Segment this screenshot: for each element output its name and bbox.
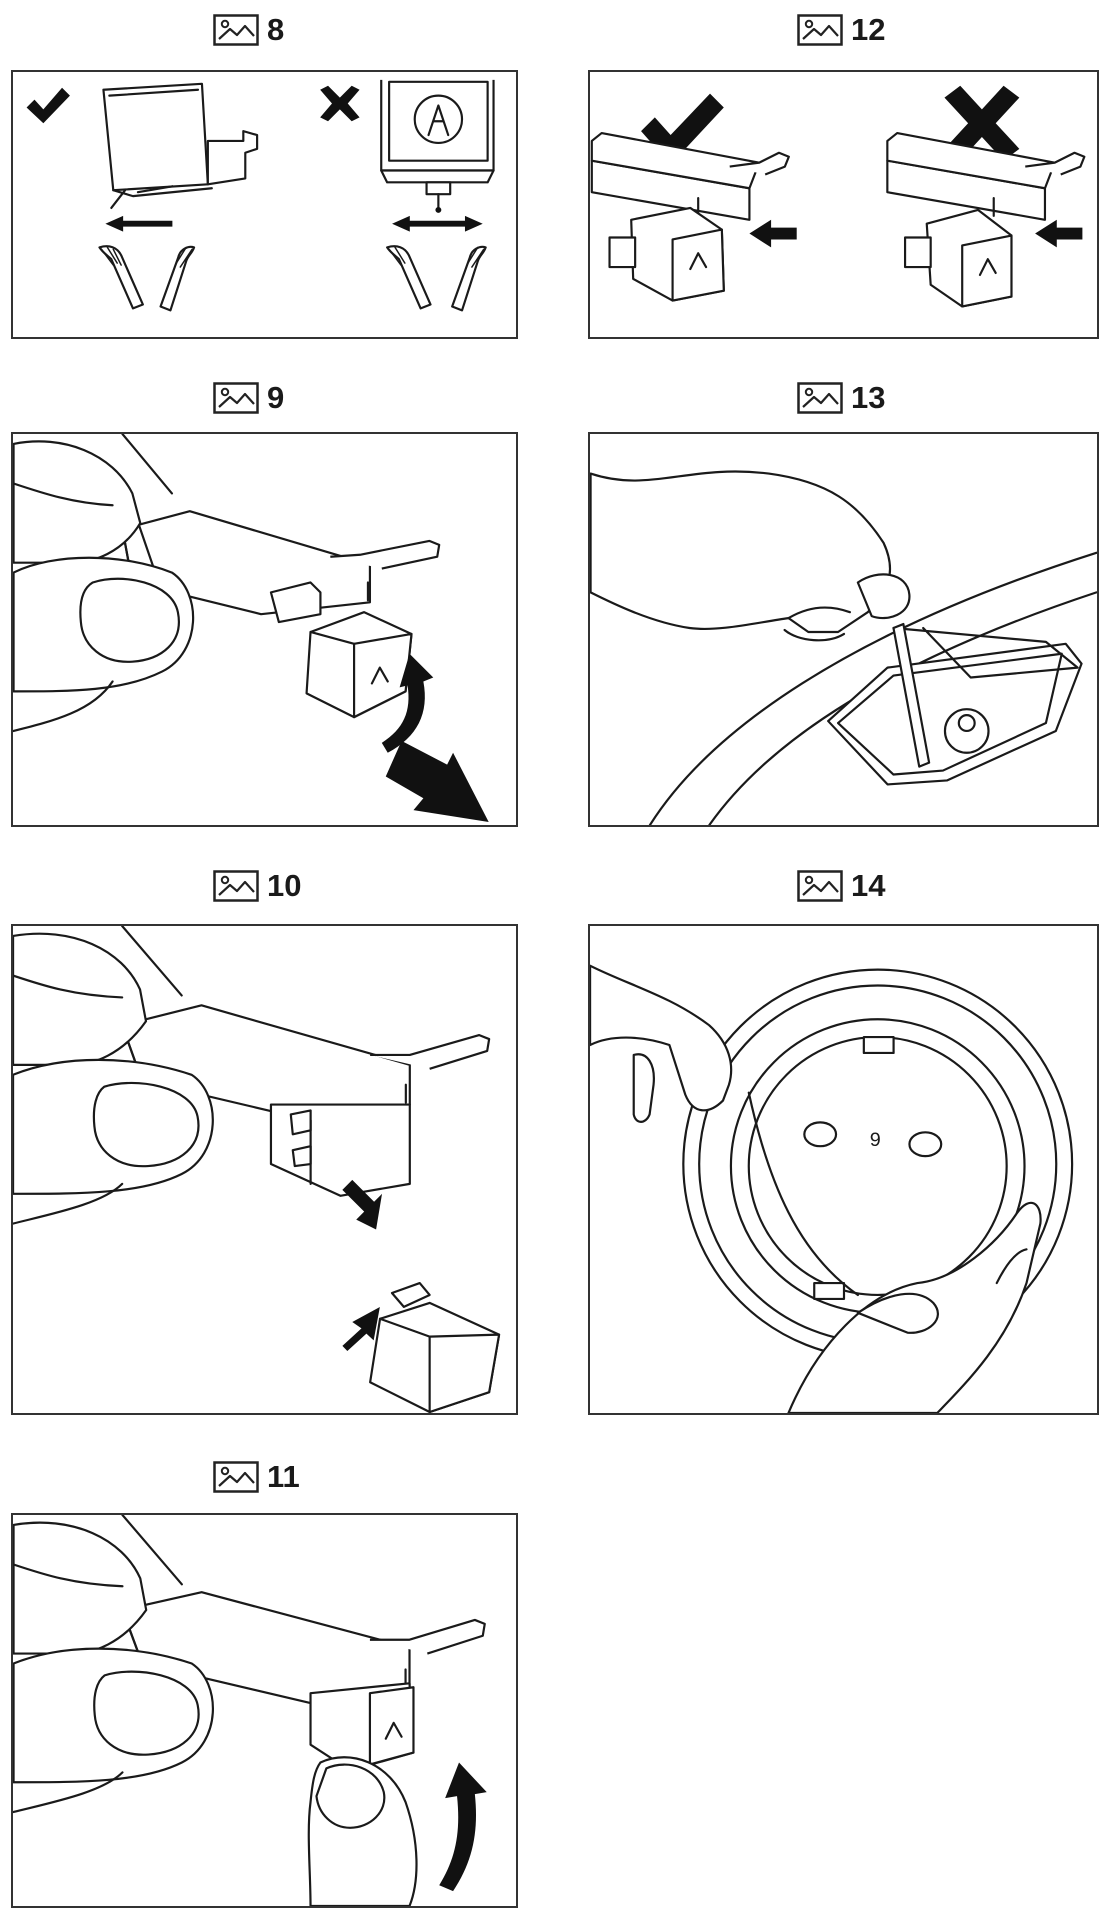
cross-icon (944, 85, 1020, 161)
arrow-icon (749, 219, 797, 248)
cartridge (305, 611, 413, 719)
hand-left (590, 964, 733, 1123)
picture-icon (797, 382, 843, 414)
headshell-incorrect (886, 131, 1086, 308)
figure-label-13: 13 (797, 380, 885, 416)
arrow-icon (1035, 219, 1083, 248)
figure-number: 10 (267, 868, 302, 903)
figure-number: 9 (267, 380, 285, 415)
figure-8-panel (11, 70, 518, 339)
figure-12-illustration (590, 85, 1086, 308)
figure-number: 12 (851, 12, 886, 47)
checkmark-icon (26, 87, 70, 124)
cartridge (309, 1682, 415, 1772)
arrow-icon (105, 215, 173, 232)
picture-icon (797, 14, 843, 46)
brush-right (386, 245, 487, 312)
figure-number: 8 (267, 12, 285, 47)
arrow-icon (385, 740, 489, 823)
picture-icon (213, 1461, 259, 1493)
hand (13, 434, 195, 733)
picture-icon (213, 382, 259, 414)
arrow-icon (392, 215, 483, 232)
hand (13, 926, 214, 1225)
figure-12-panel (588, 70, 1099, 339)
belt (892, 622, 1079, 768)
arrow-icon (381, 653, 434, 753)
hand (590, 470, 911, 642)
figure-13-illustration (590, 470, 1097, 825)
figure-label-14: 14 (797, 868, 885, 904)
figure-11-panel (11, 1513, 518, 1908)
figure-label-8: 8 (213, 12, 284, 48)
brush-left (98, 245, 196, 312)
access-hole (827, 642, 1083, 786)
figure-10-panel (11, 924, 518, 1415)
figure-8-illustration (26, 79, 495, 312)
figure-10-illustration (13, 926, 501, 1413)
figure-9-illustration (13, 434, 489, 823)
picture-icon (213, 14, 259, 46)
figure-11-illustration (13, 1515, 487, 1906)
arrow-icon (342, 1307, 380, 1352)
figure-14-illustration: 9 (590, 964, 1074, 1413)
figure-label-10: 10 (213, 868, 301, 904)
cross-icon (320, 85, 360, 122)
picture-icon (213, 870, 259, 902)
arrow-icon (439, 1762, 487, 1892)
figure-9-panel (11, 432, 518, 827)
figure-label-11: 11 (213, 1459, 300, 1495)
hand (13, 1515, 418, 1906)
figure-number: 14 (851, 868, 886, 903)
cartridge-front-view (380, 79, 495, 213)
figure-number: 13 (851, 380, 886, 415)
headshell-correct (590, 131, 790, 302)
figure-14-panel: 9 (588, 924, 1099, 1415)
hand-right (787, 1201, 1042, 1413)
cartridge (369, 1281, 501, 1413)
cartridge-side-view (102, 82, 259, 210)
figure-label-9: 9 (213, 380, 284, 416)
figure-label-12: 12 (797, 12, 885, 48)
svg-text:9: 9 (870, 1129, 881, 1151)
picture-icon (797, 870, 843, 902)
figure-13-panel (588, 432, 1099, 827)
arrow-icon (342, 1179, 383, 1230)
figure-number: 11 (267, 1459, 300, 1494)
